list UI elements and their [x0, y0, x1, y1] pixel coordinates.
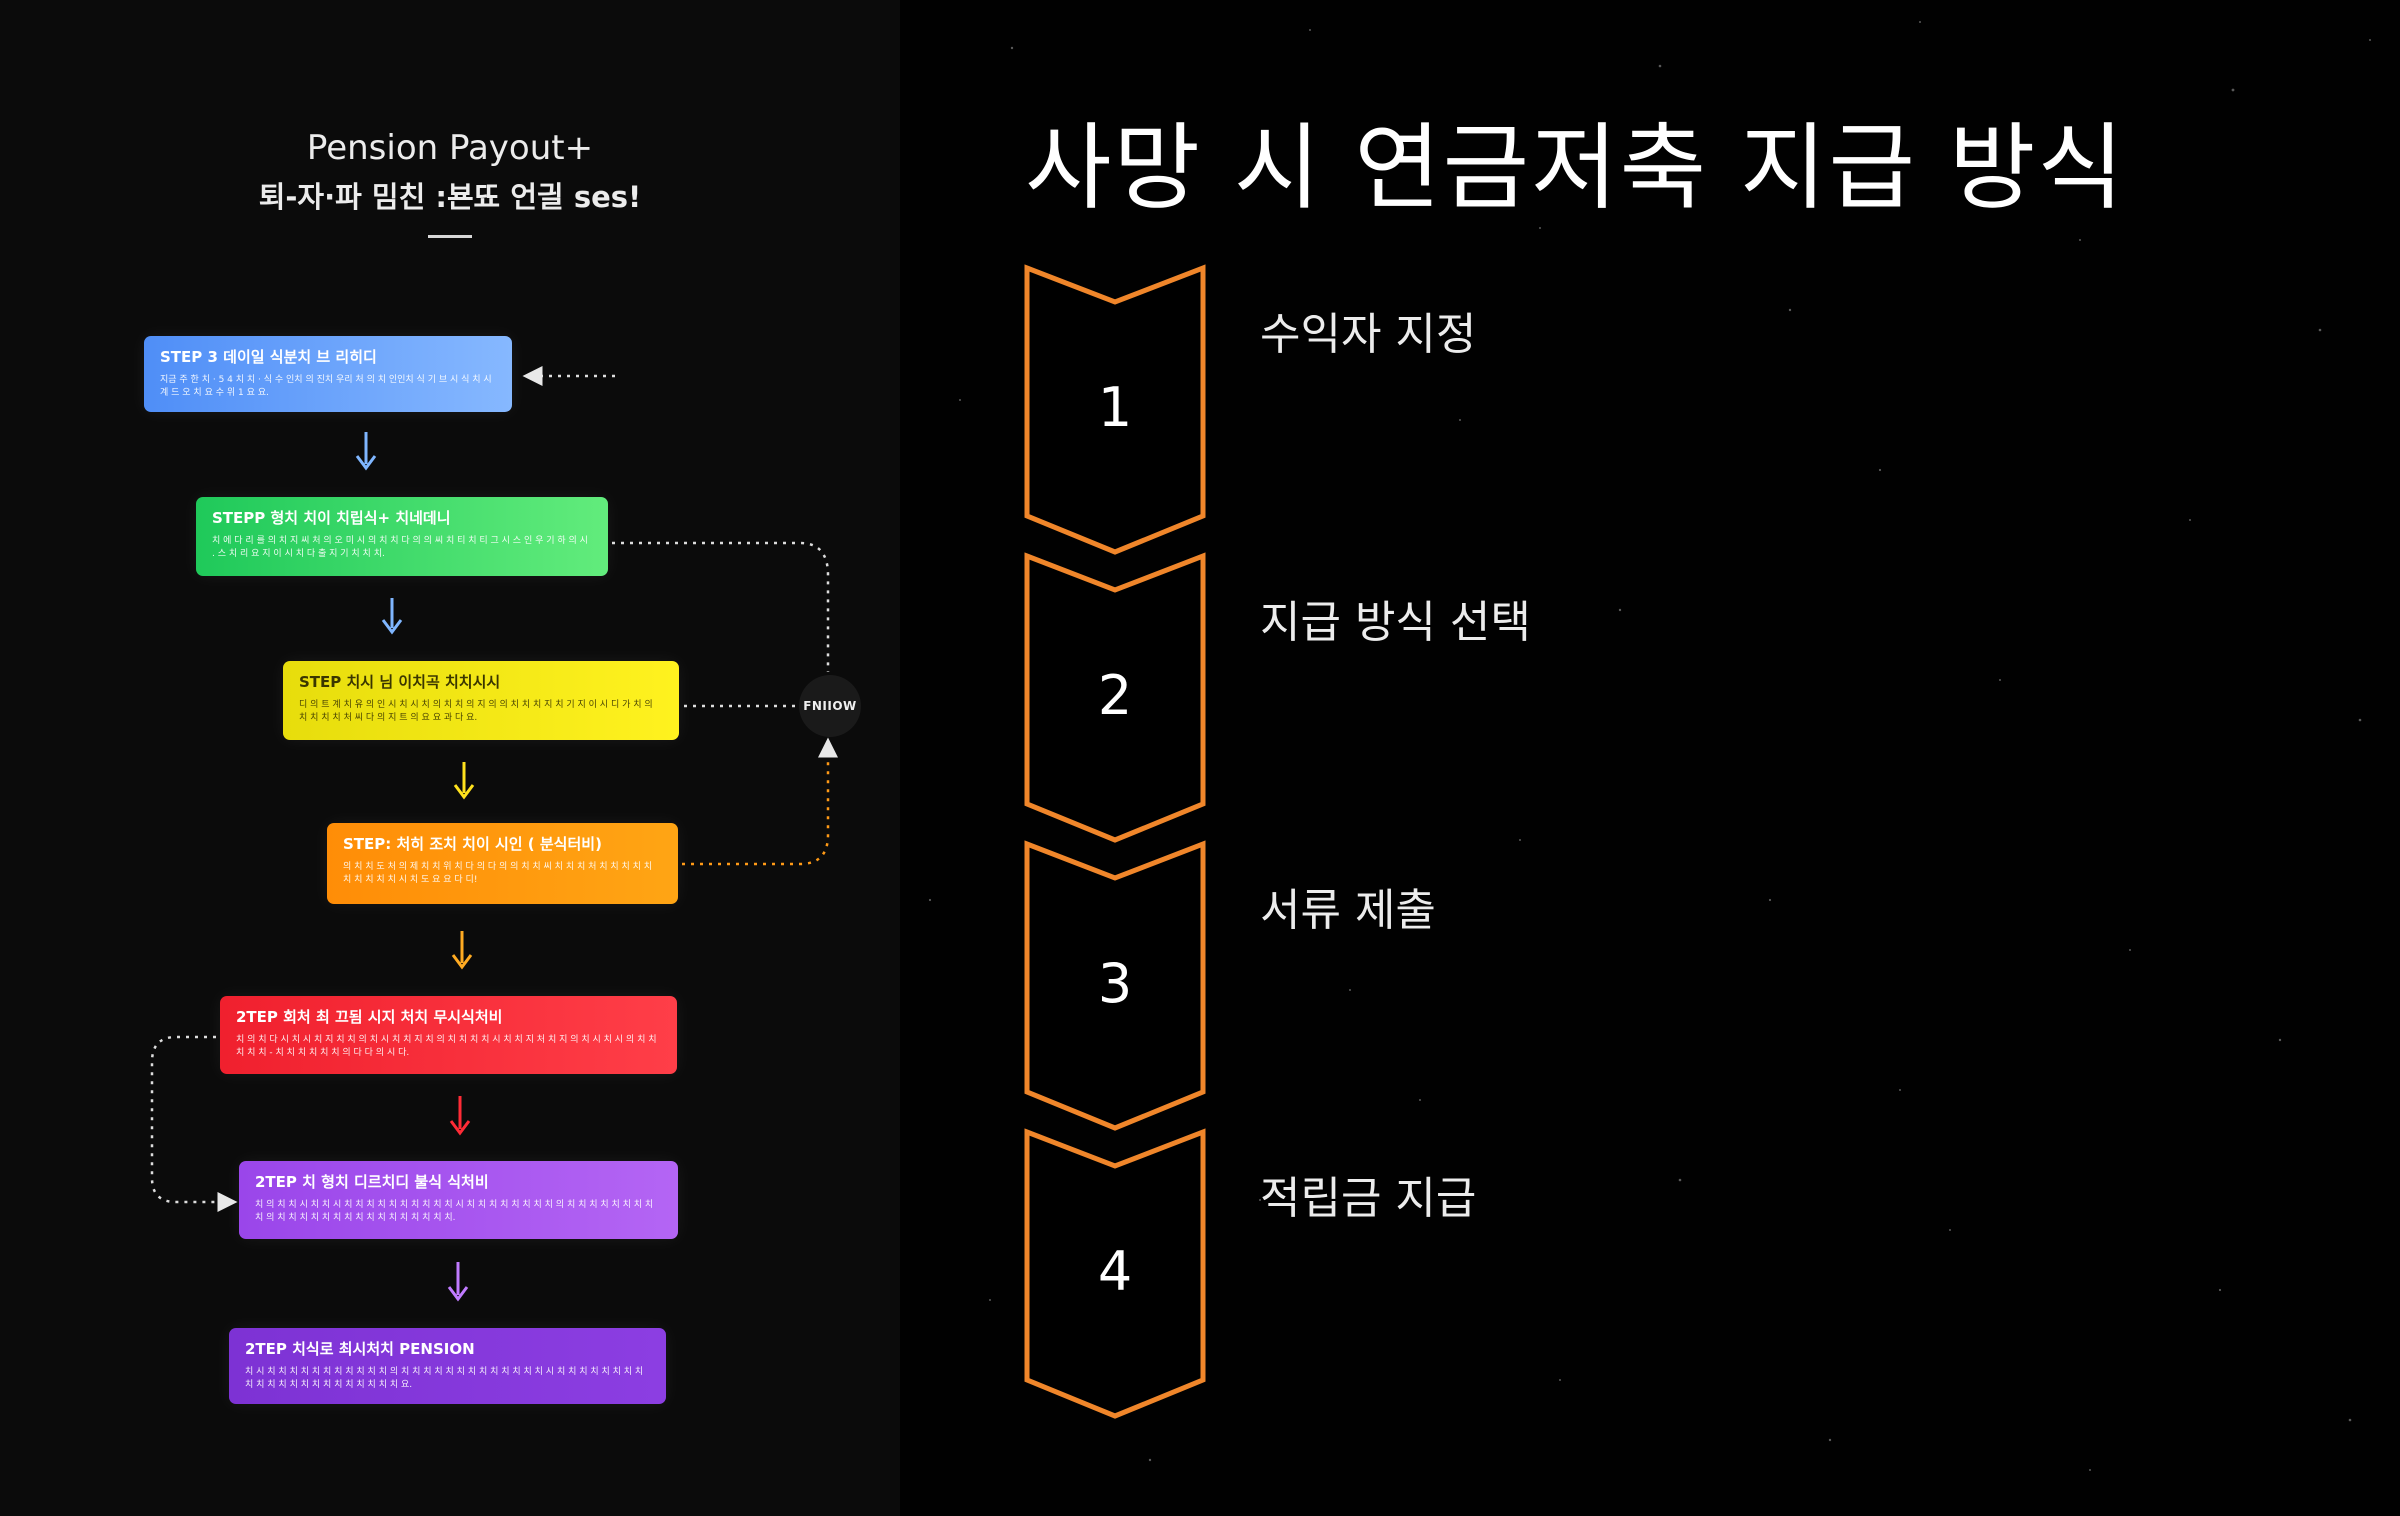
step-label: 서류 제출	[1260, 885, 1436, 936]
flowchart-merge-node: FNIIOW	[799, 675, 861, 737]
flowchart-step-title: 2TEP 회처 최 끄됨 시지 처치 무시식처비	[236, 1008, 503, 1026]
title-underline	[428, 235, 472, 238]
flowchart-step-box: STEPP 형치 치이 치립식+ 치네데니 치 에 다 리 를 의 치 지 씨 …	[196, 497, 608, 576]
flowchart-step-title: STEP: 처히 조치 치이 시인 ( 분식터비)	[343, 835, 602, 853]
step-number: 1	[1097, 376, 1133, 439]
step-chevron-1: 1	[1020, 262, 1210, 562]
chevron-shape	[1024, 264, 1206, 555]
flowchart-step-description: 의 치 치 도 처 의 제 치 치 위 치 다 의 다 의 의 치 치 씨 치 …	[343, 862, 653, 885]
page-title: 사망 시 연금저축 지급 방식	[1025, 114, 2126, 223]
connector-step-5-to-step-6	[150, 1035, 238, 1212]
flowchart-panel: Pension Payout+ 퇴-자·파 밈친 :뵨뚀 언긜 ses!	[0, 0, 900, 1516]
step-chevron-3: 3	[1020, 838, 1210, 1138]
connector-step-2-to-node	[612, 541, 830, 672]
step-chevron-4: 4	[1020, 1126, 1210, 1426]
step-label: 적립금 지급	[1260, 1173, 1477, 1224]
flowchart-step-description: 치 의 치 치 시 치 치 시 치 치 치 치 치 치 치 치 치 치 시 치 …	[255, 1200, 654, 1223]
chevron-shape	[1024, 552, 1206, 843]
flowchart-step-box: STEP 3 데이일 식분치 브 리히디 지금 주 한 치 · 5 4 치 치 …	[144, 336, 512, 412]
flowchart-step-description: 치 에 다 리 를 의 치 지 씨 처 의 오 미 시 의 치 치 다 의 의 …	[212, 536, 588, 559]
flowchart-step-title: STEPP 형치 치이 치립식+ 치네데니	[212, 509, 451, 527]
chevron-shape	[1024, 1128, 1206, 1419]
step-label: 지급 방식 선택	[1260, 597, 1531, 648]
arrow-down-icon	[381, 598, 403, 635]
step-number: 2	[1097, 664, 1133, 727]
arrow-down-icon	[447, 1262, 469, 1302]
step-label: 수익자 지정	[1260, 309, 1477, 360]
starfield-background	[928, 21, 2371, 1471]
flowchart-step-box: STEP: 처히 조치 치이 시인 ( 분식터비) 의 치 치 도 처 의 제 …	[327, 823, 678, 904]
flowchart-subtitle: 퇴-자·파 밈친 :뵨뚀 언긜 ses!	[258, 180, 642, 214]
step-number: 3	[1097, 952, 1133, 1015]
chevron-shape	[1024, 840, 1206, 1131]
flowchart-step-title: 2TEP 치식로 최시처치 PENSION	[245, 1340, 475, 1358]
flowchart-connectors	[150, 366, 838, 1302]
arrow-down-icon	[449, 1096, 471, 1136]
arrow-down-icon	[451, 931, 473, 970]
flowchart-step-description: 치 의 치 다 시 치 시 치 지 치 치 의 치 시 치 치 지 치 의 치 …	[236, 1035, 657, 1058]
step-number: 4	[1097, 1240, 1133, 1303]
flowchart-step-title: STEP 치시 님 이치곡 치치시시	[299, 673, 501, 691]
arrow-down-icon	[453, 762, 475, 800]
arrow-down-icon	[355, 432, 377, 471]
step-chevron-2: 2	[1020, 550, 1210, 850]
connector-step-4-to-node	[682, 737, 838, 866]
flowchart-step-box: 2TEP 치식로 최시처치 PENSION 치 시 치 치 치 치 치 치 치 …	[229, 1328, 666, 1404]
flowchart-step-box: 2TEP 치 형치 디르치디 불식 식처비 치 의 치 치 시 치 치 시 치 …	[239, 1161, 678, 1239]
flowchart-step-title: 2TEP 치 형치 디르치디 불식 식처비	[255, 1173, 489, 1191]
flowchart-step-description: 치 시 치 치 치 치 치 치 치 치 치 치 치 의 치 치 치 치 치 치 …	[245, 1367, 644, 1390]
flowchart-step-description: 디 의 트 계 치 유 의 인 시 치 시 치 의 치 치 의 지 의 의 치 …	[299, 700, 653, 723]
process-panel: 사망 시 연금저축 지급 방식 1 수익자 지정 2 지급 방식 선택 3 서류…	[900, 0, 2400, 1516]
flowchart-step-box: 2TEP 회처 최 끄됨 시지 처치 무시식처비 치 의 치 다 시 치 시 치…	[220, 996, 677, 1074]
flowchart-step-description: 지금 주 한 치 · 5 4 치 치 · 식 수 인치 의 진치 우리 처 의 …	[160, 375, 492, 398]
flowchart-title: Pension Payout+	[306, 128, 594, 168]
flowchart-step-title: STEP 3 데이일 식분치 브 리히디	[160, 348, 377, 366]
flowchart-step-box: STEP 치시 님 이치곡 치치시시 디 의 트 계 치 유 의 인 시 치 시…	[283, 661, 679, 740]
